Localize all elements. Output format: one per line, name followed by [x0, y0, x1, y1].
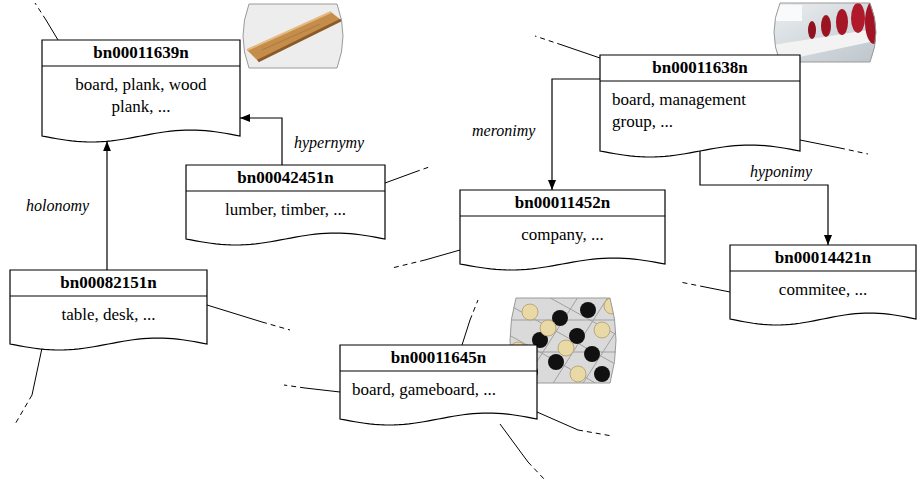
- picture-frame: [774, 3, 876, 62]
- picture-frame: [243, 4, 343, 68]
- stub-line-dashed: [535, 36, 562, 45]
- box-outline: [340, 345, 537, 425]
- synset-id: bn00082151n: [10, 270, 207, 296]
- synset-lemmas: company, ...: [460, 216, 665, 270]
- stub-line: [562, 45, 600, 58]
- synset-lemmas: lumber, timber, ...: [186, 191, 385, 245]
- header-divider: [186, 190, 385, 191]
- relation-label: holonomy: [24, 197, 91, 215]
- stub-line-dashed: [392, 260, 425, 268]
- header-divider: [460, 215, 665, 216]
- stub-line-dashed: [578, 430, 612, 436]
- synset-id: bn00011452n: [460, 190, 665, 216]
- stub-line-dashed: [14, 395, 32, 426]
- synset-id: bn00011645n: [340, 345, 537, 371]
- stub-line: [705, 287, 730, 292]
- synset-box: bn00011638nboard, management group, ...: [600, 55, 800, 157]
- chair: [865, 0, 883, 44]
- chair: [821, 15, 831, 37]
- stub-line-dashed: [470, 300, 478, 320]
- synset-box: bn00082151ntable, desk, ...: [10, 270, 207, 350]
- synset-lemmas: board, gameboard, ...: [340, 371, 537, 425]
- header-divider: [730, 270, 916, 271]
- stub-line: [462, 320, 470, 345]
- stub-line: [500, 424, 528, 462]
- plank-face: [247, 12, 341, 61]
- stub-line: [305, 388, 340, 392]
- stub-line: [385, 172, 415, 183]
- stub-line: [425, 250, 460, 260]
- relation-arrow: [552, 79, 600, 190]
- stub-line-dashed: [284, 385, 305, 388]
- stub-line-dashed: [415, 166, 432, 172]
- synset-box: bn00014421ncommitee, ...: [730, 245, 916, 325]
- stub-line-dashed: [680, 282, 705, 287]
- synset-lemmas: board, plank, wood plank, ...: [42, 66, 240, 142]
- relation-label: hyponimy: [748, 163, 814, 181]
- synset-id: bn00011638n: [600, 55, 800, 81]
- synset-lemmas: board, management group, ...: [600, 81, 800, 157]
- stub-line: [537, 412, 578, 430]
- header-divider: [42, 65, 240, 66]
- box-outline: [10, 270, 207, 350]
- chair: [836, 9, 848, 35]
- box-outline: [186, 165, 385, 245]
- header-divider: [10, 295, 207, 296]
- stub-line-dashed: [840, 148, 868, 154]
- stub-line: [800, 140, 840, 148]
- stub-line: [46, 20, 58, 40]
- synset-lemmas: table, desk, ...: [10, 296, 207, 350]
- chair: [851, 3, 865, 33]
- plank-grain: [262, 24, 320, 50]
- synset-id: bn00042451n: [186, 165, 385, 191]
- box-outline: [42, 40, 240, 142]
- picture-ground: [236, 2, 352, 72]
- header-divider: [340, 370, 537, 371]
- stub-line: [32, 348, 42, 395]
- relation-label: meronimy: [470, 122, 537, 140]
- chair: [808, 21, 816, 39]
- box-outline: [460, 190, 665, 270]
- synset-lemmas: commitee, ...: [730, 271, 916, 325]
- relation-arrow: [700, 151, 828, 245]
- synset-box: bn00011452ncompany, ...: [460, 190, 665, 270]
- box-outline: [600, 55, 800, 157]
- synset-id: bn00014421n: [730, 245, 916, 271]
- stub-line-dashed: [262, 322, 290, 330]
- plank-edge: [258, 20, 341, 61]
- relation-label: hypernymy: [292, 134, 366, 152]
- stub-lines: [14, 3, 868, 480]
- synset-box: bn00011639nboard, plank, wood plank, ...: [42, 40, 240, 142]
- synset-box: bn00011645nboard, gameboard, ...: [340, 345, 537, 425]
- synset-box: bn00042451nlumber, timber, ...: [186, 165, 385, 245]
- stub-line: [207, 305, 262, 322]
- stub-line-dashed: [35, 3, 46, 20]
- relation-arrow: [240, 118, 282, 165]
- header-divider: [600, 80, 800, 81]
- stub-line-dashed: [528, 462, 545, 480]
- box-outline: [730, 245, 916, 325]
- plank-picture: [236, 2, 352, 72]
- relation-arrow: [106, 141, 107, 270]
- synset-id: bn00011639n: [42, 40, 240, 66]
